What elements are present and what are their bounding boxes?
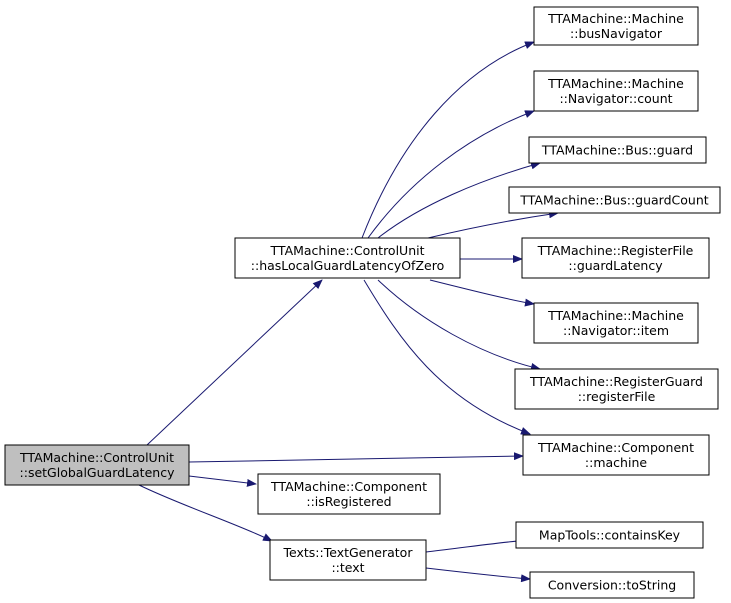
node-textGen[interactable]: Texts::TextGenerator::text	[269, 539, 427, 581]
node-label: MapTools::containsKey	[539, 528, 681, 543]
node-box	[529, 571, 695, 599]
node-box	[533, 70, 699, 112]
node-label: ::registerFile	[578, 389, 656, 404]
node-box	[508, 186, 721, 214]
node-label: TTAMachine::ControlUnit	[19, 450, 174, 465]
node-label: ::text	[331, 560, 364, 575]
node-label: Conversion::toString	[548, 578, 676, 593]
edge-root-to-compMachine	[188, 452, 524, 463]
edge-textGen-to-mapContains	[425, 536, 529, 553]
node-busNav[interactable]: TTAMachine::Machine::busNavigator	[533, 6, 699, 46]
node-label: ::setGlobalGuardLatency	[20, 465, 176, 480]
node-box	[4, 444, 190, 486]
node-root[interactable]: TTAMachine::ControlUnit::setGlobalGuardL…	[4, 444, 190, 486]
node-label: TTAMachine::ControlUnit	[269, 243, 424, 258]
edge-hasZero-to-navCount	[367, 110, 535, 239]
node-box	[533, 6, 699, 46]
edge-textGen-to-convToString	[425, 567, 531, 583]
node-mapContains[interactable]: MapTools::containsKey	[515, 521, 704, 549]
node-label: Texts::TextGenerator	[283, 545, 414, 560]
node-label: TTAMachine::RegisterGuard	[529, 374, 703, 389]
node-box	[514, 368, 719, 410]
node-box	[533, 302, 699, 344]
node-busGuard[interactable]: TTAMachine::Bus::guard	[528, 136, 707, 164]
node-label: ::hasLocalGuardLatencyOfZero	[251, 258, 444, 273]
node-box	[234, 237, 461, 279]
node-compMachine[interactable]: TTAMachine::Component::machine	[522, 434, 710, 476]
edge-root-to-hasZero	[146, 279, 323, 446]
node-box	[257, 473, 441, 515]
node-rfGuardLat[interactable]: TTAMachine::RegisterFile::guardLatency	[521, 237, 710, 279]
node-rgRegFile[interactable]: TTAMachine::RegisterGuard::registerFile	[514, 368, 719, 410]
node-label: ::isRegistered	[306, 494, 391, 509]
edge-hasZero-to-navItem	[429, 279, 535, 307]
node-box	[528, 136, 707, 164]
edge-hasZero-to-busGuardCount	[427, 210, 559, 239]
node-label: ::busNavigator	[570, 26, 663, 41]
node-navCount[interactable]: TTAMachine::Machine::Navigator::count	[533, 70, 699, 112]
edge-hasZero-to-rgRegFile	[377, 279, 541, 371]
node-label: TTAMachine::RegisterFile	[537, 243, 694, 258]
edge-root-to-textGen	[138, 484, 273, 542]
node-box	[269, 539, 427, 581]
node-label: ::Navigator::count	[559, 91, 672, 106]
node-navItem[interactable]: TTAMachine::Machine::Navigator::item	[533, 302, 699, 344]
node-label: TTAMachine::Machine	[547, 11, 684, 26]
node-compIsReg[interactable]: TTAMachine::Component::isRegistered	[257, 473, 441, 515]
node-label: TTAMachine::Bus::guardCount	[519, 193, 708, 208]
edge-hasZero-to-busGuard	[377, 161, 541, 239]
node-busGuardCount[interactable]: TTAMachine::Bus::guardCount	[508, 186, 721, 214]
edge-hasZero-to-busNav	[361, 41, 535, 239]
node-box	[522, 434, 710, 476]
node-box	[515, 521, 704, 549]
node-hasZero[interactable]: TTAMachine::ControlUnit::hasLocalGuardLa…	[234, 237, 461, 279]
node-label: TTAMachine::Machine	[547, 76, 684, 91]
edge-root-to-compIsReg	[188, 475, 257, 487]
node-box	[521, 237, 710, 279]
node-label: ::Navigator::item	[563, 323, 669, 338]
node-label: ::guardLatency	[568, 258, 663, 273]
node-label: TTAMachine::Component	[537, 440, 694, 455]
node-label: TTAMachine::Bus::guard	[541, 143, 693, 158]
node-label: TTAMachine::Component	[270, 479, 427, 494]
node-convToString[interactable]: Conversion::toString	[529, 571, 695, 599]
edge-hasZero-to-compMachine	[363, 279, 531, 435]
node-label: TTAMachine::Machine	[547, 308, 684, 323]
node-label: ::machine	[585, 455, 647, 470]
